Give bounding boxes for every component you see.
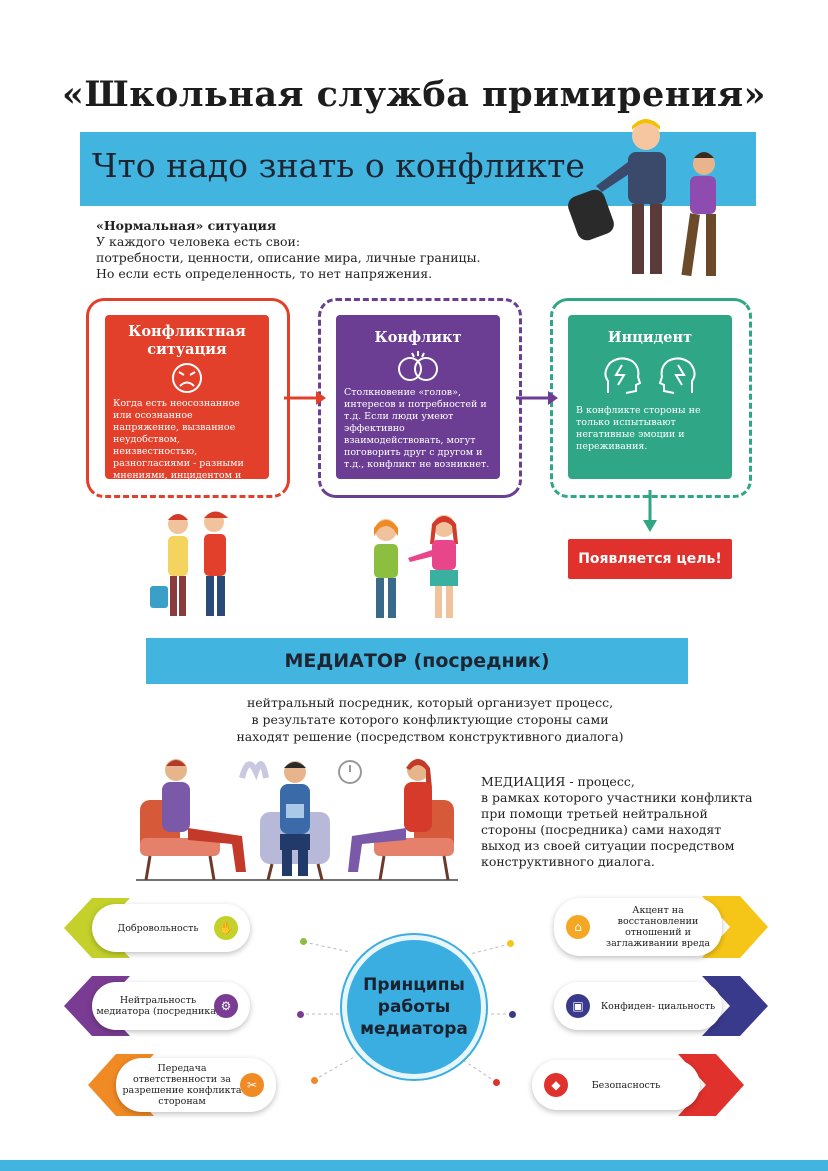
- normal-line: Но если есть определенность, то нет напр…: [96, 266, 433, 281]
- principle-card: Передача ответственности за разрешение к…: [116, 1058, 276, 1112]
- principle-card: ⌂ Акцент на восстановлении отношений и з…: [554, 898, 722, 956]
- mediation-line: конструктивного диалога.: [481, 854, 655, 869]
- mediator-banner: МЕДИАТОР (посредник): [146, 638, 688, 684]
- page-title: «Школьная служба примирения»: [61, 74, 767, 115]
- mediation-line: МЕДИАЦИЯ - процесс,: [481, 774, 635, 789]
- principle-card: ◆ Безопасность: [532, 1060, 700, 1110]
- arrow-right-icon: [516, 391, 558, 405]
- mediation-line: при помощи третьей нейтральной: [481, 806, 708, 821]
- tools-icon: ✂: [240, 1073, 264, 1097]
- head-gear-icon: ⚙: [214, 994, 238, 1018]
- principle-label: Нейтральность медиатора (посредника): [96, 995, 220, 1017]
- stage-title: Конфликтная ситуация: [128, 323, 246, 358]
- connector-dot: [297, 1011, 304, 1018]
- angry-face-icon: [172, 363, 202, 393]
- home-heart-icon: ⌂: [566, 915, 590, 939]
- section-heading: Что надо знать о конфликте: [92, 146, 585, 185]
- arguing-faces-icon: [398, 351, 438, 381]
- mediator-line: нейтральный посредник, который организуе…: [246, 695, 614, 710]
- mediation-definition: МЕДИАЦИЯ - процесс, в рамках которого уч…: [481, 774, 781, 870]
- mediation-line: в рамках которого участники конфликта: [481, 790, 753, 805]
- connector-dot: [300, 938, 307, 945]
- principle-label: Акцент на восстановлении отношений и заг…: [605, 905, 711, 949]
- stage-card-conflict-situation: Конфликтная ситуация Когда есть неосозна…: [105, 315, 269, 493]
- normal-situation-title: «Нормальная» ситуация: [96, 218, 277, 233]
- mediation-line: выход из своей ситуации посредством: [481, 838, 735, 853]
- principles-center-label: Принципы работы медиатора: [360, 975, 468, 1039]
- mediator-line: в результате которого конфликтующие стор…: [251, 712, 609, 727]
- stage-title: Конфликт: [374, 329, 462, 346]
- chevron-right-icon: [702, 976, 768, 1036]
- principle-card: Нейтральность медиатора (посредника) ⚙: [92, 982, 250, 1030]
- normal-line: потребности, ценности, описание мира, ли…: [96, 250, 481, 265]
- principle-label: Безопасность: [591, 1079, 661, 1091]
- stage-title: Инцидент: [607, 329, 693, 346]
- connector-dot: [493, 1079, 500, 1086]
- mediation-scene-illustration: [136, 759, 458, 881]
- principle-card: Добровольность ✋: [92, 904, 250, 952]
- kids-illustration: [150, 511, 228, 616]
- stage-text: Когда есть неосознанное или осознанное н…: [113, 398, 244, 493]
- arguing-people-illustration: [568, 119, 716, 277]
- bottom-bar: [0, 1160, 828, 1171]
- stage-text: Столкновение «голов», интересов и потреб…: [344, 387, 490, 470]
- briefcase-icon: ▣: [566, 994, 590, 1018]
- normal-line: У каждого человека есть свои:: [96, 234, 301, 249]
- hands-icon: ✋: [214, 916, 238, 940]
- connector-dot: [507, 940, 514, 947]
- kids-illustration: [374, 515, 458, 618]
- principles-center: Принципы работы медиатора: [342, 935, 486, 1079]
- mediation-line: стороны (посредника) сами находят: [481, 822, 722, 837]
- mediator-description: нейтральный посредник, который организуе…: [140, 694, 720, 745]
- mediator-line: находят решение (посредством конструктив…: [236, 729, 624, 744]
- stage-text: В конфликте стороны не только испытывают…: [576, 405, 701, 452]
- arrow-down-icon: [643, 490, 657, 532]
- goal-badge: Появляется цель!: [568, 539, 732, 579]
- connector-dot: [311, 1077, 318, 1084]
- stage-card-conflict: Конфликт Столкновение «голов», интересов…: [336, 315, 500, 479]
- heads-lightning-icon: [604, 357, 696, 394]
- normal-situation-block: «Нормальная» ситуация У каждого человека…: [96, 218, 481, 282]
- stage-card-incident: Инцидент В конфликте стороны не только и…: [568, 315, 732, 479]
- principle-label: Конфиден- циальность: [600, 1000, 716, 1012]
- principle-label: Добровольность: [117, 922, 199, 934]
- connector-dot: [509, 1011, 516, 1018]
- principle-card: ▣ Конфиден- циальность: [554, 982, 722, 1030]
- shield-icon: ◆: [544, 1073, 568, 1097]
- principle-label: Передача ответственности за разрешение к…: [122, 1063, 242, 1107]
- arrow-right-icon: [284, 391, 326, 405]
